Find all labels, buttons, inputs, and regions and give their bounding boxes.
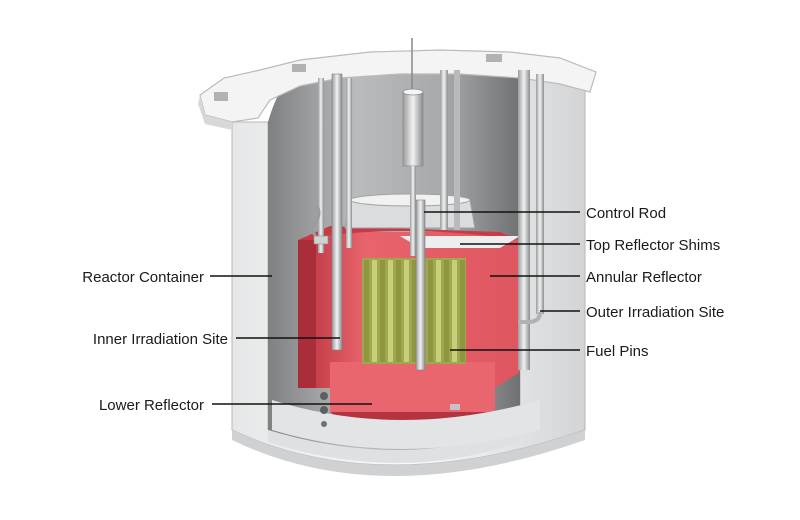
label-inner-irradiation-site: Inner Irradiation Site xyxy=(93,331,228,348)
control-rod-shape xyxy=(402,38,426,371)
fuel-pin xyxy=(364,260,369,362)
fuel-pin xyxy=(436,260,441,362)
fuel-pins-shape xyxy=(362,258,466,364)
label-top-reflector-shims: Top Reflector Shims xyxy=(586,237,720,254)
fuel-pin xyxy=(380,260,385,362)
label-fuel-pins: Fuel Pins xyxy=(586,343,649,360)
fuel-pin xyxy=(372,260,377,362)
fuel-pin xyxy=(404,260,409,362)
fuel-pin xyxy=(444,260,449,362)
label-lower-reflector: Lower Reflector xyxy=(99,397,204,414)
label-annular-reflector: Annular Reflector xyxy=(586,269,702,286)
inner-irradiation-tubes xyxy=(311,73,352,351)
label-reactor-container: Reactor Container xyxy=(82,269,204,286)
fuel-pin xyxy=(452,260,457,362)
fuel-pin xyxy=(428,260,433,362)
labels-left: Reactor Container Inner Irradiation Site… xyxy=(82,269,228,414)
fuel-pin xyxy=(396,260,401,362)
label-outer-irradiation-site: Outer Irradiation Site xyxy=(586,304,724,321)
label-control-rod: Control Rod xyxy=(586,205,666,222)
fuel-pin xyxy=(412,260,417,362)
outer-irradiation-tubes xyxy=(440,70,544,370)
fuel-pin xyxy=(388,260,393,362)
leader-lines xyxy=(210,211,580,405)
bottom-support xyxy=(272,392,540,449)
labels-right: Control Rod Top Reflector Shims Annular … xyxy=(586,205,724,360)
fuel-pin xyxy=(460,260,465,362)
